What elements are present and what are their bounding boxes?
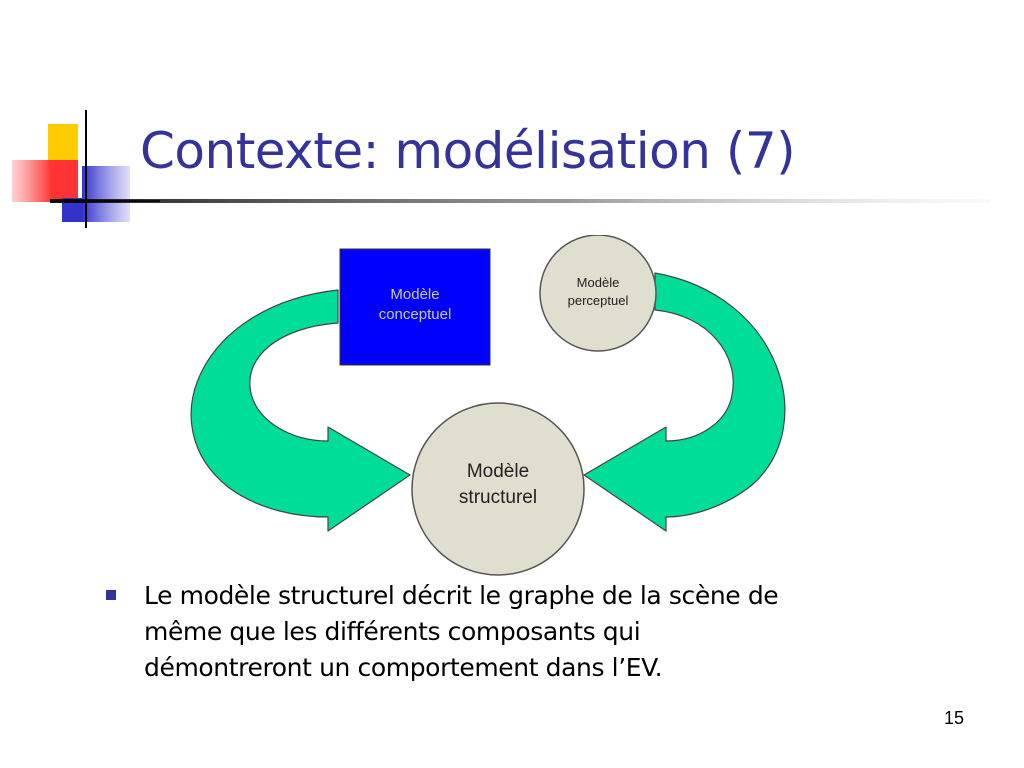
- bullet-list: Le modèle structurel décrit le graphe de…: [100, 578, 960, 686]
- node-perceptuel-line1: Modèle: [577, 275, 620, 290]
- left-curved-arrow: [190, 289, 411, 532]
- model-cycle-diagram: Modèle conceptuel Modèle perceptuel Modè…: [190, 235, 786, 576]
- deco-red-square: [12, 160, 78, 202]
- node-conceptuel-line2: conceptuel: [379, 306, 452, 323]
- bullet-item: Le modèle structurel décrit le graphe de…: [100, 578, 960, 686]
- page-number: 15: [943, 708, 964, 728]
- bullet-square-icon: [106, 590, 116, 600]
- bullet-line-1: Le modèle structurel décrit le graphe de…: [144, 581, 779, 610]
- bullet-line-3: démontreront un comportement dans l’EV.: [144, 653, 663, 682]
- node-structurel-line1: Modèle: [467, 461, 529, 482]
- right-curved-arrow: [583, 272, 786, 532]
- node-modele-conceptuel: Modèle conceptuel: [339, 248, 491, 366]
- deco-blue-square: [82, 166, 130, 222]
- node-modele-perceptuel: Modèle perceptuel: [539, 235, 657, 352]
- node-conceptuel-line1: Modèle: [390, 286, 439, 303]
- bullet-line-2: même que les différents composants qui: [144, 617, 641, 646]
- title-underline: [50, 199, 990, 203]
- node-structurel-line2: structurel: [459, 487, 537, 508]
- slide-title: Contexte: modélisation (7): [140, 122, 796, 180]
- node-perceptuel-line2: perceptuel: [568, 293, 629, 308]
- deco-blue-left: [62, 198, 82, 222]
- node-modele-structurel: Modèle structurel: [411, 402, 585, 576]
- corner-decoration: [12, 110, 160, 228]
